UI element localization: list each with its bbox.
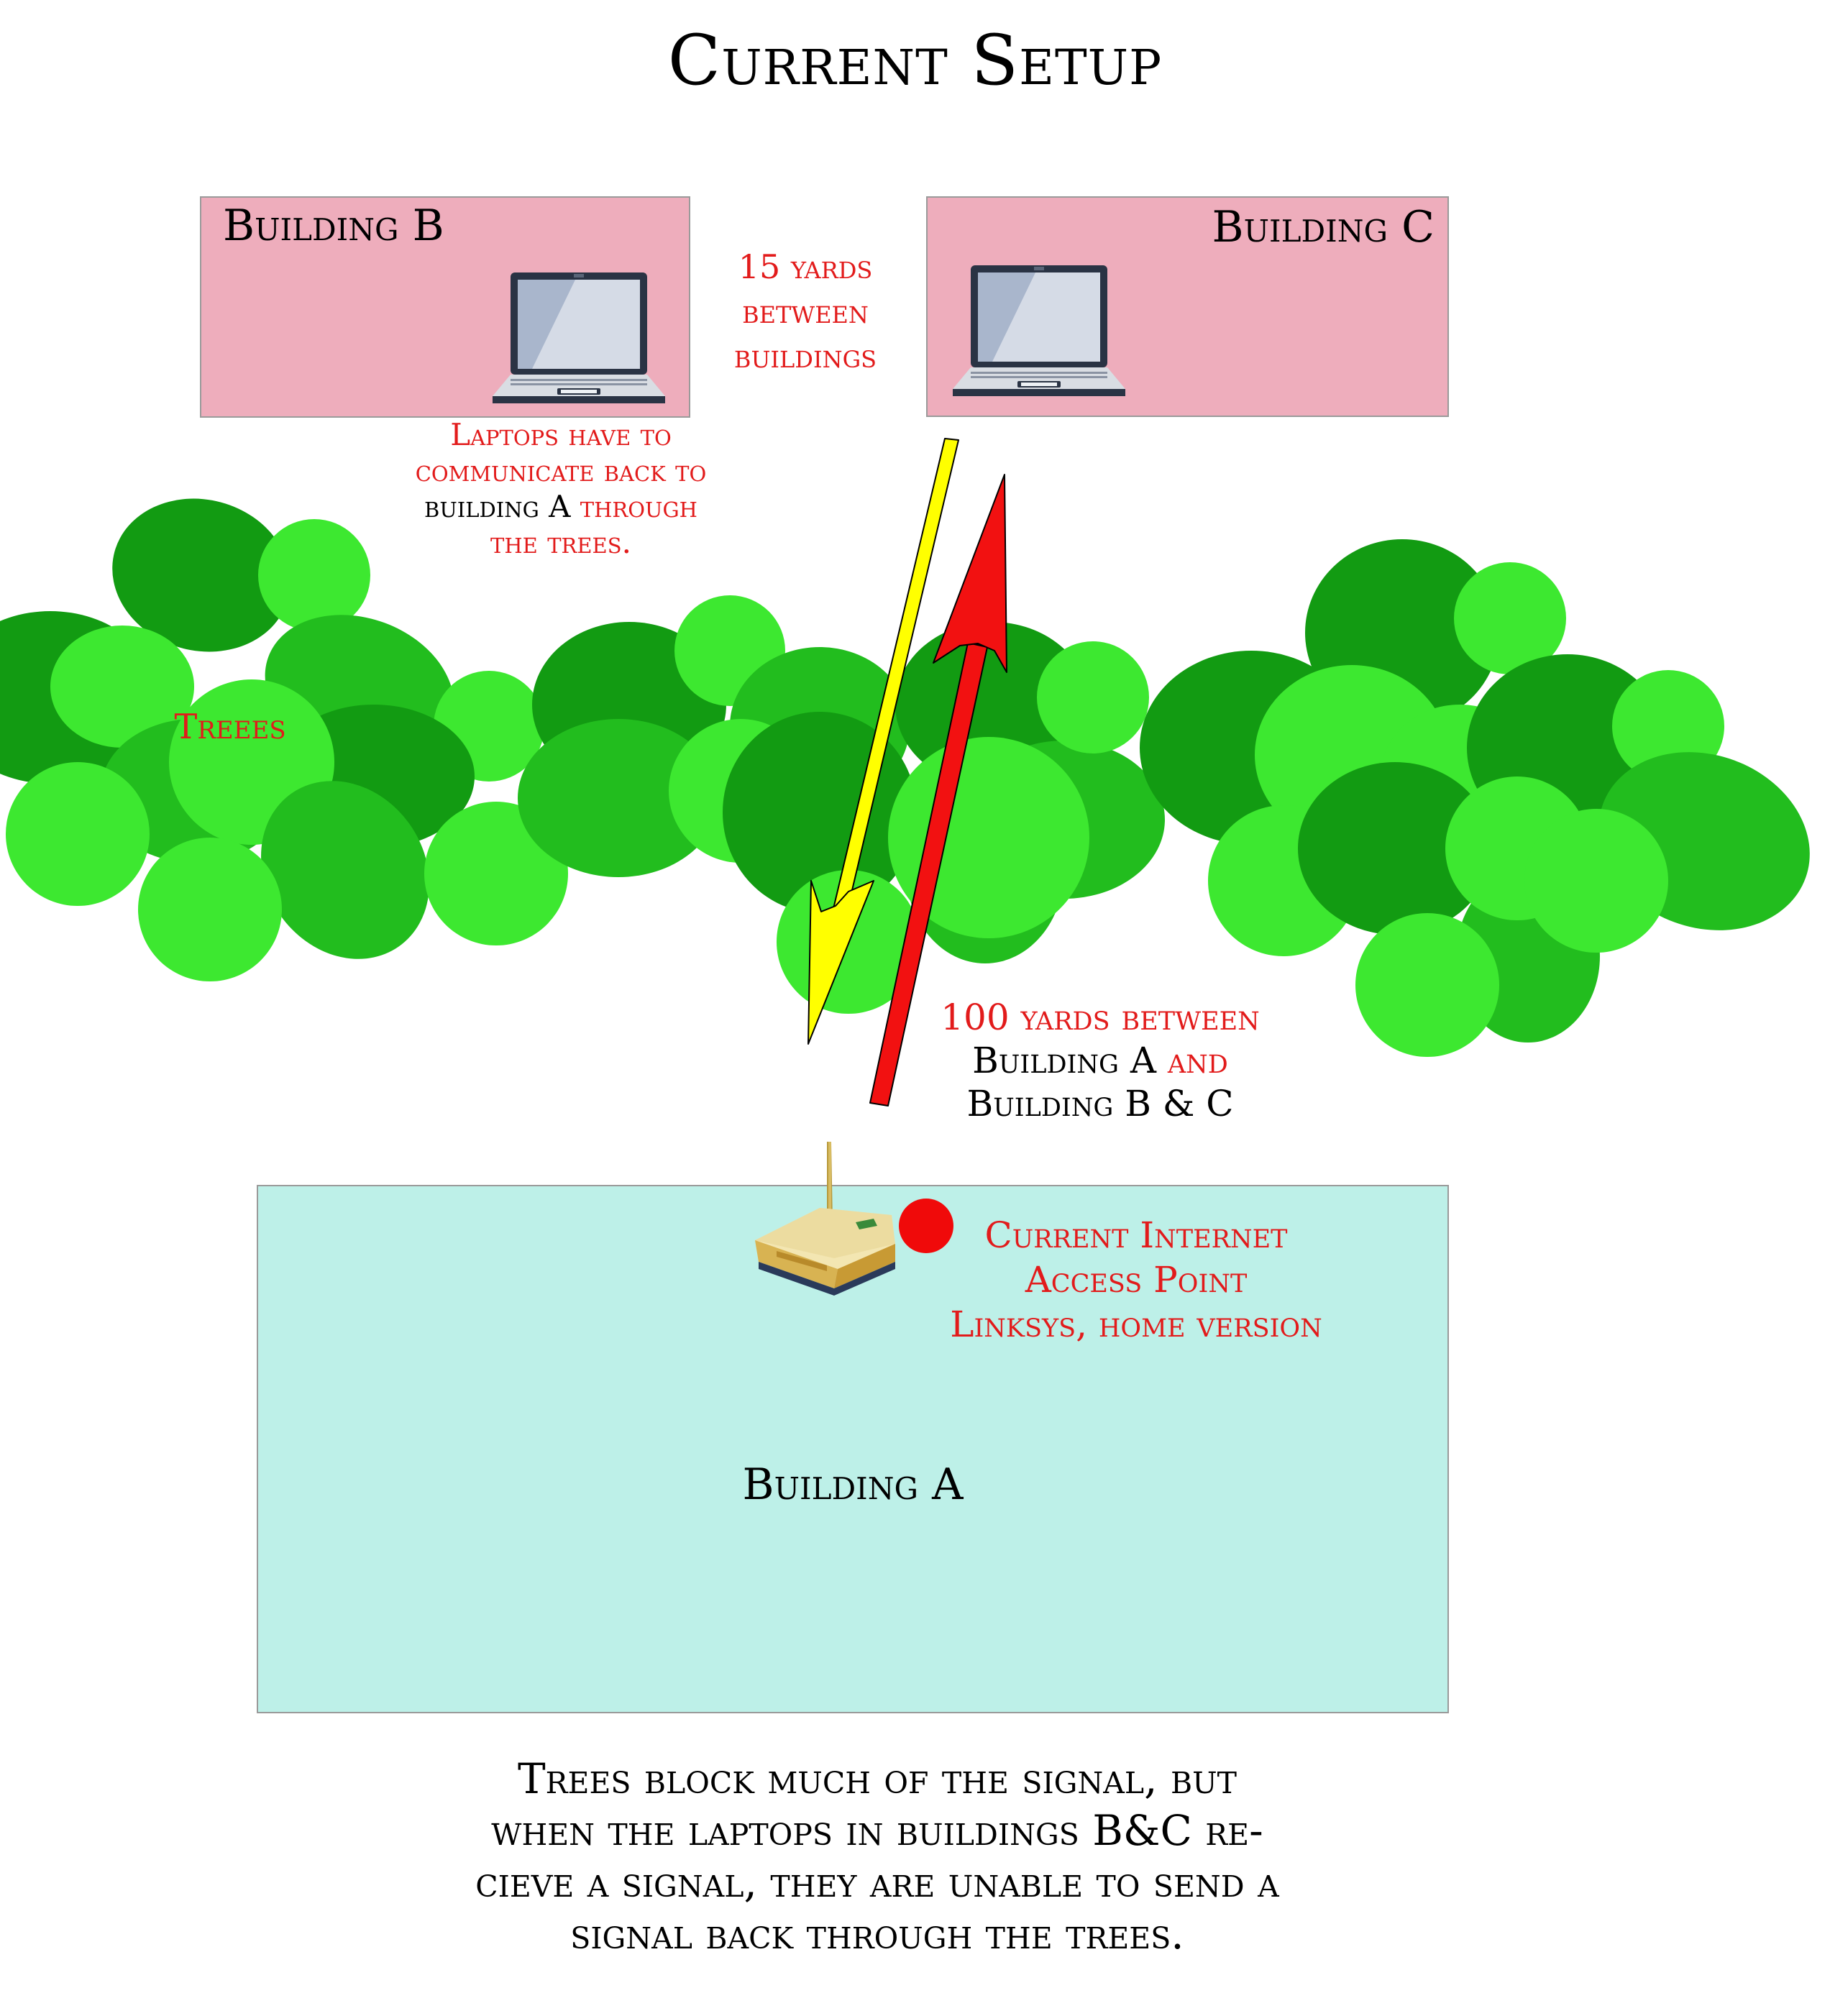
tree-foliage	[1037, 641, 1149, 753]
footer-line: when the laptops in buildings B&C re-	[491, 1806, 1263, 1855]
footer-line: signal back through the trees.	[570, 1910, 1184, 1958]
building-b-label: Building B	[223, 201, 444, 251]
tree-foliage	[1298, 762, 1492, 935]
downlink-arrow	[808, 438, 959, 1045]
note-line: building A through	[374, 489, 748, 525]
footer-note: Trees block much of the signal, but when…	[460, 1753, 1294, 1960]
note-laptops-communicate: Laptops have to communicate back to buil…	[374, 417, 748, 561]
note-line: the trees.	[490, 525, 631, 560]
building-b: Building B	[200, 196, 690, 418]
signal-arrows	[808, 438, 1007, 1106]
tree-foliage	[258, 519, 370, 631]
note-line: Current Internet	[984, 1214, 1288, 1256]
tree-foliage	[1524, 809, 1668, 953]
tree-foliage	[138, 838, 282, 981]
building-c-label: Building C	[1212, 202, 1435, 252]
note-line: Laptops have to	[450, 417, 672, 452]
footer-line: cieve a signal, they are unable to send …	[475, 1858, 1279, 1907]
tree-foliage	[1355, 913, 1499, 1057]
footer-line: Trees block much of the signal, but	[517, 1754, 1237, 1803]
access-point-dot	[899, 1199, 953, 1253]
note-line-black: building A	[424, 489, 571, 524]
note-line-black: Building A	[972, 1040, 1168, 1081]
note-line-red: through	[570, 489, 697, 524]
tree-foliage	[50, 626, 194, 748]
note-line: 15 yards	[738, 247, 873, 286]
tree-foliage	[1454, 562, 1566, 674]
building-c: Building C	[926, 196, 1449, 417]
note-line: Building A and	[928, 1039, 1273, 1082]
tree-foliage	[261, 781, 429, 959]
note-line: between	[742, 292, 869, 331]
laptop-icon	[493, 272, 665, 403]
note-line: buildings	[733, 336, 877, 375]
note-line: Building B & C	[966, 1083, 1234, 1124]
uplink-arrow	[869, 474, 1007, 1106]
note-line: Linksys, home version	[950, 1303, 1322, 1345]
laptop-icon	[953, 265, 1125, 396]
note-line-red: and	[1167, 1040, 1228, 1081]
note-distance-to-a: 100 yards between Building A and Buildin…	[928, 996, 1273, 1125]
router-icon	[755, 1142, 895, 1296]
trees-cluster	[0, 498, 1810, 1057]
tree-foliage	[518, 719, 719, 877]
tree-foliage	[112, 498, 290, 652]
note-line: Access Point	[1025, 1259, 1248, 1301]
trees-label: Treees	[174, 707, 286, 747]
note-access-point: Current Internet Access Point Linksys, h…	[935, 1213, 1337, 1347]
building-a-label: Building A	[742, 1460, 964, 1510]
note-line: 100 yards between	[941, 996, 1260, 1038]
note-line: communicate back to	[415, 453, 707, 488]
tree-foliage	[6, 762, 150, 906]
note-between-buildings: 15 yards between buildings	[697, 244, 913, 378]
page-title: Current Setup	[667, 20, 1163, 101]
